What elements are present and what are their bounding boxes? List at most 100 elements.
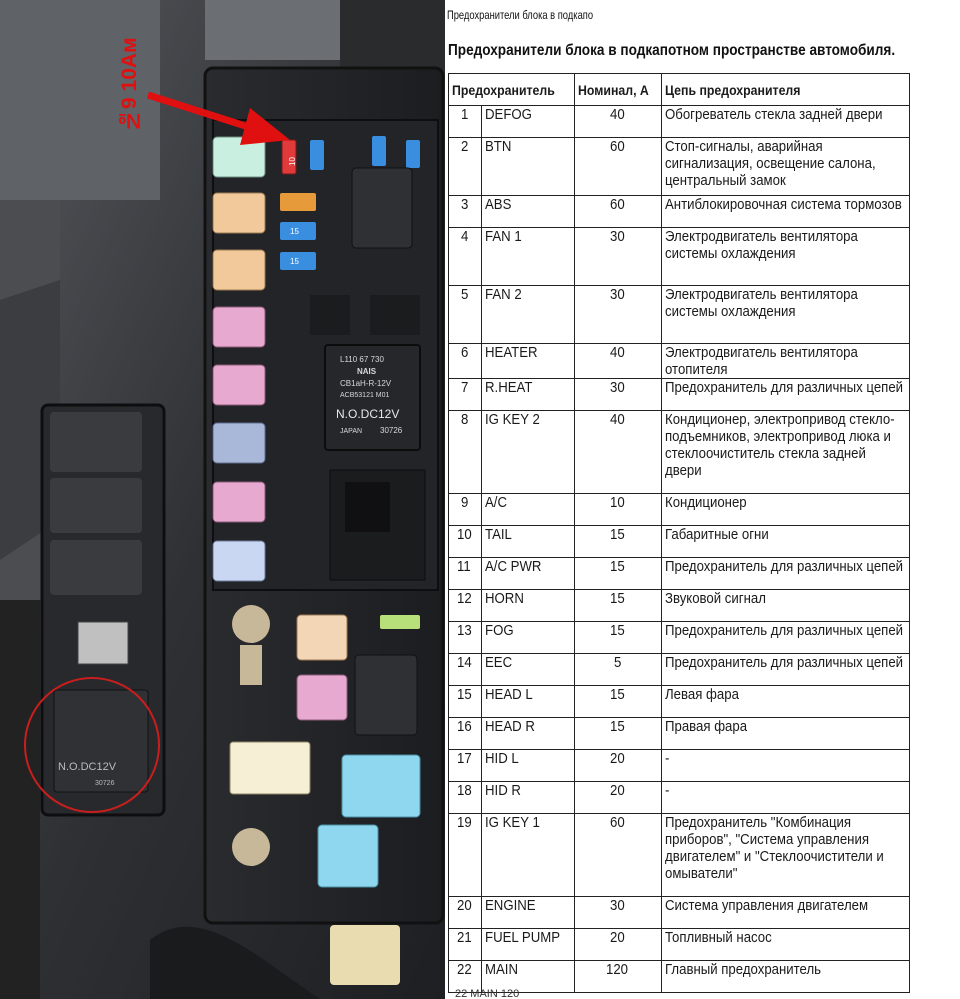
fuse-box-illustration: L110 67 730 NAIS CB1aH-R-12V ACB53121 M0… — [0, 0, 445, 999]
fuse-b-label: 15 — [290, 257, 299, 266]
cell-rating: 40 — [573, 343, 663, 379]
cell-fuse-name: IG KEY 1 — [481, 813, 575, 897]
cell-circuit: Звуковой сигнал — [661, 589, 910, 622]
cell-number: 8 — [448, 410, 482, 494]
relay-label-6: JAPAN — [340, 428, 362, 435]
cell-circuit: Система управления двигателем — [661, 896, 910, 929]
cell-fuse-name: HEAD R — [481, 717, 575, 750]
cell-circuit: Электродвигатель вентилятора системы охл… — [661, 227, 910, 286]
fuse-9-label: 10 — [288, 157, 297, 166]
cell-rating: 15 — [573, 525, 663, 558]
cell-fuse-name: HEAD L — [481, 685, 575, 718]
cell-rating: 10 — [573, 493, 663, 526]
cell-fuse-name: R.HEAT — [481, 378, 575, 411]
cell-fuse-name: HID R — [481, 781, 575, 814]
cell-number: 13 — [448, 621, 482, 654]
cell-rating: 40 — [573, 105, 663, 138]
cell-rating: 30 — [573, 378, 663, 411]
cell-number: 19 — [448, 813, 482, 897]
cell-rating: 40 — [573, 410, 663, 494]
cell-circuit: Кондиционер, электропривод стекло-подъем… — [661, 410, 910, 494]
cell-rating: 30 — [573, 285, 663, 344]
cell-circuit: - — [661, 749, 910, 782]
cell-circuit: Обогреватель стекла задней двери — [661, 105, 910, 138]
fuse-box-photo: L110 67 730 NAIS CB1aH-R-12V ACB53121 M0… — [0, 0, 445, 999]
relay-label-5: N.O.DC12V — [336, 407, 399, 421]
cell-fuse-name: A/C PWR — [481, 557, 575, 590]
cell-circuit: Предохранитель для различных цепей — [661, 653, 910, 686]
cell-rating: 5 — [573, 653, 663, 686]
cell-fuse-name: A/C — [481, 493, 575, 526]
cell-number: 10 — [448, 525, 482, 558]
annotation-arrow — [146, 91, 290, 145]
cell-number: 16 — [448, 717, 482, 750]
cell-fuse-name: IG KEY 2 — [481, 410, 575, 494]
cell-circuit: Габаритные огни — [661, 525, 910, 558]
cell-rating: 15 — [573, 621, 663, 654]
cell-number: 7 — [448, 378, 482, 411]
cell-fuse-name: FUEL PUMP — [481, 928, 575, 961]
cell-rating: 20 — [573, 781, 663, 814]
cell-number: 1 — [448, 105, 482, 138]
fuse-9-highlighted — [281, 139, 297, 175]
cell-rating: 60 — [573, 195, 663, 228]
cell-number: 15 — [448, 685, 482, 718]
header-rating: Номинал, А — [573, 73, 663, 106]
cell-fuse-name: FOG — [481, 621, 575, 654]
cell-circuit: Предохранитель "Комбинация приборов", "С… — [661, 813, 910, 897]
cell-number: 5 — [448, 285, 482, 344]
header-fuse: Предохранитель — [448, 73, 575, 106]
cell-rating: 30 — [573, 227, 663, 286]
cell-fuse-name: ENGINE — [481, 896, 575, 929]
fuse-table-document: Предохранители блока в подкапо Предохран… — [445, 0, 960, 999]
cell-number: 4 — [448, 227, 482, 286]
cell-rating: 30 — [573, 896, 663, 929]
cell-fuse-name: HEATER — [481, 343, 575, 379]
document-breadcrumb: Предохранители блока в подкапо — [447, 8, 594, 22]
cell-circuit: Правая фара — [661, 717, 910, 750]
cell-rating: 15 — [573, 685, 663, 718]
cell-circuit: Топливный насос — [661, 928, 910, 961]
cell-rating: 20 — [573, 749, 663, 782]
cell-number: 14 — [448, 653, 482, 686]
cell-fuse-name: DEFOG — [481, 105, 575, 138]
cartridge-fuses — [212, 136, 266, 582]
cell-rating: 60 — [573, 813, 663, 897]
cell-circuit: Главный предохранитель — [661, 960, 910, 993]
fuse-table: Предохранитель Номинал, А Цепь предохран… — [448, 73, 910, 993]
fuse-a-label: 15 — [290, 227, 299, 236]
cell-circuit: Кондиционер — [661, 493, 910, 526]
cell-fuse-name: EEC — [481, 653, 575, 686]
cell-fuse-name: TAIL — [481, 525, 575, 558]
cell-circuit: Левая фара — [661, 685, 910, 718]
cell-rating: 15 — [573, 557, 663, 590]
cell-circuit: - — [661, 781, 910, 814]
table-header-row: Предохранитель Номинал, А Цепь предохран… — [448, 73, 910, 106]
cell-rating: 15 — [573, 589, 663, 622]
cell-fuse-name: HID L — [481, 749, 575, 782]
cell-circuit: Предохранитель для различных цепей — [661, 621, 910, 654]
cell-rating: 20 — [573, 928, 663, 961]
cell-number: 2 — [448, 137, 482, 196]
cell-circuit: Электродвигатель вентилятора системы охл… — [661, 285, 910, 344]
relay-label-1: L110 67 730 — [340, 355, 384, 364]
